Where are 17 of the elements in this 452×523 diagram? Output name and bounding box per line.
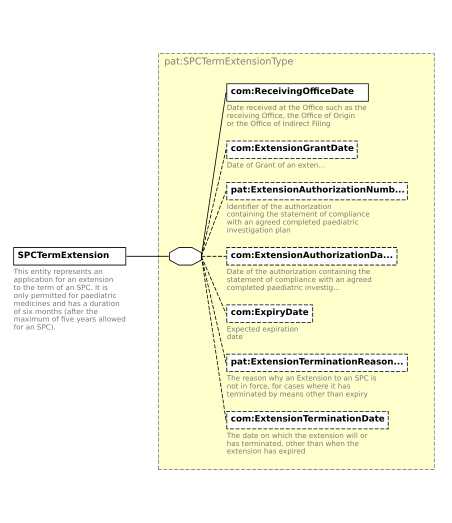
node-label: Date of the authorization containing the statement of compliance with an agreed completed paediatric investig...	[226, 266, 372, 292]
node-label: Date received at the Office such as the receiving Office, the Office of Origin or the Office of Indirect Filing	[226, 103, 367, 128]
node-label: Date of Grant of an exten...	[226, 160, 326, 170]
connector	[200, 149, 226, 257]
node-octagon	[169, 247, 202, 266]
connector	[200, 190, 226, 257]
node-label: Expected expiration date	[226, 324, 298, 342]
connector	[200, 256, 226, 421]
node-label: This entity represents an application for an extension to the term of an SPC. It is only permitted for paediatric medicines and has a duration of six months (after the maximum of five years allowed for an SPC).	[14, 266, 126, 332]
node-label: Identifier of the authorization containing the statement of compliance with an agreed completed paediatric investigation plan	[226, 202, 370, 235]
node-label: The reason why an Extension to an SPC is not in force, for cases where it has terminated by means other than expiry	[226, 374, 377, 398]
connector	[200, 256, 226, 314]
connector	[200, 256, 226, 257]
connector	[200, 92, 226, 257]
node-label: The date on which the extension will or has terminated, other than when the extension has expired	[226, 430, 368, 456]
connector	[126, 256, 170, 257]
connector	[200, 256, 226, 364]
